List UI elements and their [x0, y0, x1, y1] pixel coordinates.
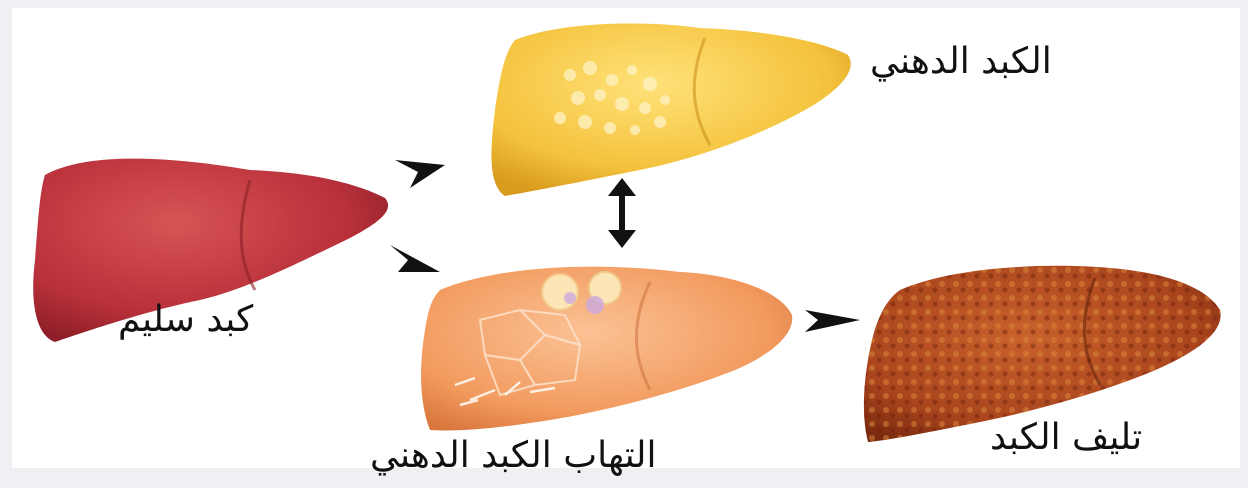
healthy-liver-label: كبد سليم: [118, 302, 253, 338]
fatty-liver-label: الكبد الدهني: [870, 44, 1052, 80]
cirrhosis-label: تليف الكبد: [990, 420, 1142, 456]
nash-label: التهاب الكبد الدهني: [370, 438, 657, 474]
